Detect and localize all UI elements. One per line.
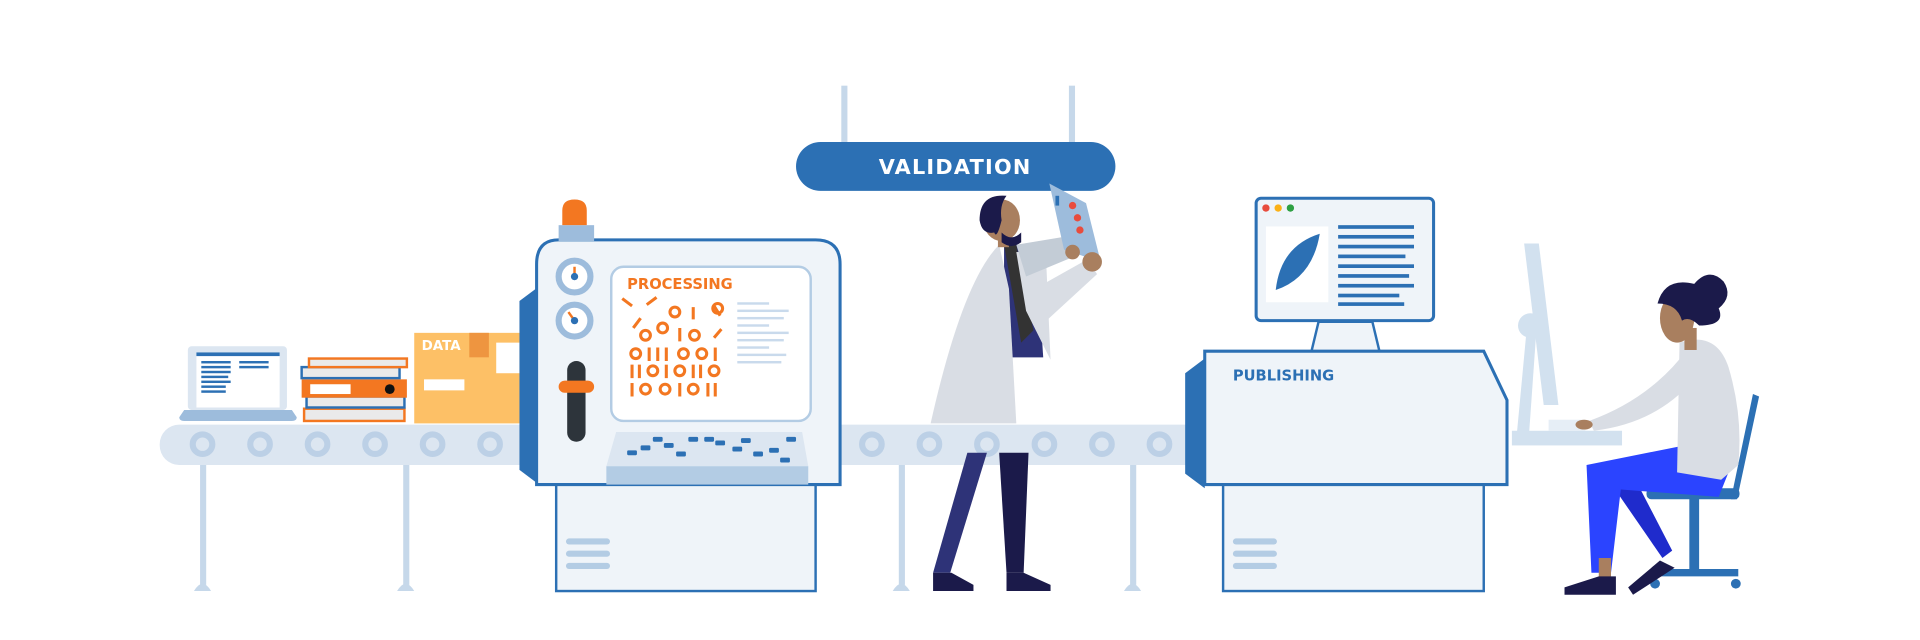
conveyor-left bbox=[159, 424, 540, 592]
books-stack-icon bbox=[300, 357, 409, 423]
slider-handle bbox=[558, 380, 595, 393]
laptop-icon bbox=[179, 346, 297, 421]
slider-track bbox=[567, 360, 586, 442]
window-minimize-dot-icon bbox=[1274, 204, 1282, 212]
window-close-dot-icon bbox=[1262, 204, 1270, 212]
mixer-keyboard bbox=[606, 431, 809, 485]
gauge-icon bbox=[555, 257, 594, 296]
gauge-icon bbox=[555, 301, 594, 340]
worker-figure bbox=[1564, 274, 1740, 595]
alarm-light-icon bbox=[562, 199, 587, 226]
window-maximize-dot-icon bbox=[1286, 204, 1295, 212]
binary-data-icon bbox=[621, 296, 725, 397]
leaf-logo-icon bbox=[1275, 233, 1320, 291]
processing-machine: PROCESSING bbox=[519, 199, 842, 593]
scientist-figure bbox=[930, 183, 1102, 592]
processing-label: PROCESSING bbox=[627, 276, 733, 293]
desk-monitor bbox=[1511, 243, 1623, 446]
publishing-machine: PUBLISHING bbox=[1185, 196, 1509, 593]
data-box-label: DATA bbox=[422, 339, 462, 354]
data-box: DATA bbox=[414, 332, 520, 424]
publishing-label: PUBLISHING bbox=[1233, 368, 1334, 385]
validation-sign: VALIDATION bbox=[796, 85, 1116, 191]
publishing-monitor bbox=[1254, 196, 1436, 323]
validation-label: VALIDATION bbox=[879, 155, 1032, 179]
tablet-checklist-icon bbox=[1049, 183, 1101, 262]
